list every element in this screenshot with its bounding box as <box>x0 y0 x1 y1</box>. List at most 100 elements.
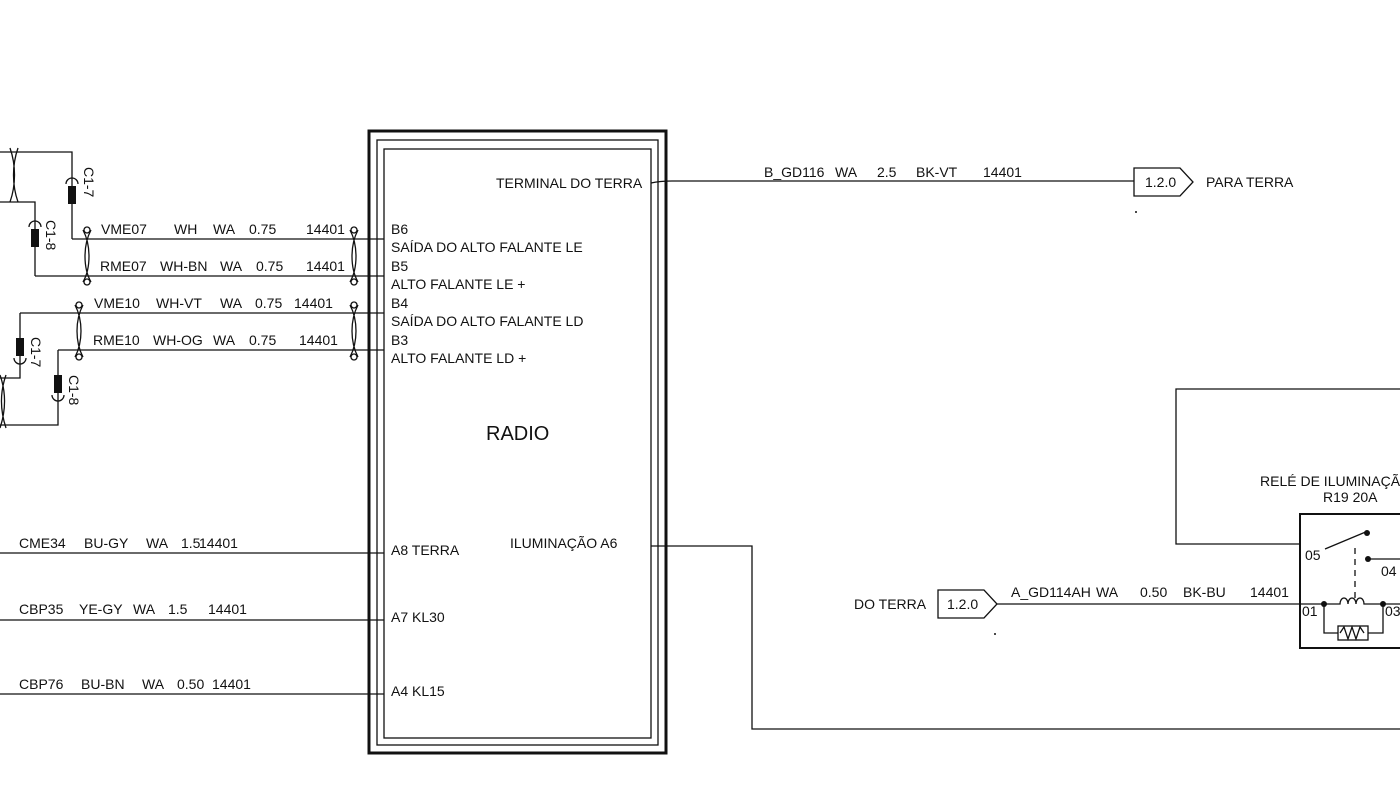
connector-c1-8-top-label: C1-8 <box>43 220 59 251</box>
wire-rme10-gauge: 0.75 <box>249 332 276 348</box>
twist-marker-upper-left <box>82 229 92 283</box>
pin-b5: B5 <box>391 258 408 274</box>
wire-cme34-code: 14401 <box>199 535 238 551</box>
relay-harness-outline <box>1175 388 1400 545</box>
twist-end <box>83 226 91 234</box>
twist-end <box>350 278 358 286</box>
twist-marker-left-bottom <box>0 374 7 429</box>
connector-c1-8-bottom[interactable] <box>51 375 65 402</box>
wire-rme07-code: 14401 <box>306 258 345 274</box>
para-terra-ref: 1.2.0 <box>1145 174 1176 190</box>
pin-a8: A8 TERRA <box>391 542 460 558</box>
wire-cbp76-code: 14401 <box>212 676 251 692</box>
wire-vme10-code: 14401 <box>294 295 333 311</box>
power-wires: CME34 BU-GY WA 1.5 14401 CBP35 YE-GY WA … <box>0 535 384 695</box>
wire-a-gd114ah-id: A_GD114AH <box>1011 584 1091 600</box>
pin-b6: B6 <box>391 221 408 237</box>
relay-pin-01: 01 <box>1302 603 1318 619</box>
wire-vme07-type: WA <box>213 221 236 237</box>
speaker-wires: C1-7 C1-8 C1-7 C1-8 VME07 WH WA 0.75 144… <box>0 147 384 429</box>
wire-vme10-id: VME10 <box>94 295 140 311</box>
wire-cme34-gauge: 1.5 <box>181 535 201 551</box>
pin-b4: B4 <box>391 295 408 311</box>
wire-b-gd116-color: BK-VT <box>916 164 958 180</box>
twist-end <box>350 301 358 309</box>
wire-rme07-color: WH-BN <box>160 258 207 274</box>
pin-a6: ILUMINAÇÃO A6 <box>510 535 618 551</box>
wire-cbp76-gauge: 0.50 <box>177 676 204 692</box>
wire-cbp35-code: 14401 <box>208 601 247 617</box>
pin-b6-desc: SAÍDA DO ALTO FALANTE LE <box>391 239 583 255</box>
connector-c1-8-top[interactable] <box>28 220 42 247</box>
ground-terminal-wire: B_GD116 WA 2.5 BK-VT 14401 1.2.0 PARA TE… <box>650 164 1294 213</box>
pin-b3: B3 <box>391 332 408 348</box>
pin-a7: A7 KL30 <box>391 609 445 625</box>
relay-spec: R19 20A <box>1323 489 1378 505</box>
pin-b3-desc: ALTO FALANTE LD + <box>391 350 526 366</box>
wire-b-gd116-id: B_GD116 <box>764 164 825 180</box>
pin-a4: A4 KL15 <box>391 683 445 699</box>
wire-cbp76-color: BU-BN <box>81 676 125 692</box>
wire-cbp35-color: YE-GY <box>79 601 123 617</box>
wire-a-gd114ah-gauge: 0.50 <box>1140 584 1167 600</box>
radio-module[interactable]: RADIO TERMINAL DO TERRA B6 SAÍDA DO ALTO… <box>367 129 668 755</box>
wire-a-gd114ah-type: WA <box>1096 584 1119 600</box>
pin-b5-desc: ALTO FALANTE LE + <box>391 276 525 292</box>
wire-rme10-id: RME10 <box>93 332 140 348</box>
wire-upper-loop-a <box>0 151 73 239</box>
twist-marker-lower-right <box>349 304 359 358</box>
wire-rme10-type: WA <box>213 332 236 348</box>
wire-cme34-id: CME34 <box>19 535 66 551</box>
do-terra-ref: 1.2.0 <box>947 596 978 612</box>
connector-c1-7-bottom[interactable] <box>13 338 27 365</box>
wire-rme10-code: 14401 <box>299 332 338 348</box>
wire-b-gd116[interactable] <box>650 180 1134 184</box>
wire-rme07-gauge: 0.75 <box>256 258 283 274</box>
radio-outer-frame <box>367 129 668 755</box>
twist-end <box>350 226 358 234</box>
wire-vme07-code: 14401 <box>306 221 345 237</box>
wire-cme34-color: BU-GY <box>84 535 129 551</box>
relay-pin-03: 03 <box>1385 603 1400 619</box>
wire-illumination[interactable] <box>651 545 1400 730</box>
wire-vme10-gauge: 0.75 <box>255 295 282 311</box>
relay-pin-04: 04 <box>1381 563 1397 579</box>
twist-end <box>83 278 91 286</box>
wire-upper-loop-b <box>0 201 36 276</box>
radio-ground-terminal-label: TERMINAL DO TERRA <box>496 175 643 191</box>
relay-coil <box>1324 597 1400 605</box>
relay-box <box>1299 513 1400 649</box>
relay-switch-arm <box>1324 530 1369 550</box>
wire-cbp76-id: CBP76 <box>19 676 64 692</box>
wire-rme10-color: WH-OG <box>153 332 203 348</box>
wire-cme34-type: WA <box>146 535 169 551</box>
relay-resistor-zigzag <box>1339 624 1365 642</box>
relay-pin-05: 05 <box>1305 547 1321 563</box>
ref-dot <box>994 633 996 635</box>
wire-cbp35-id: CBP35 <box>19 601 64 617</box>
connector-c1-7-top[interactable] <box>65 177 79 204</box>
illumination-relay[interactable]: RELÉ DE ILUMINAÇÃ R19 20A 05 04 01 03 <box>1175 388 1400 649</box>
para-terra-label: PARA TERRA <box>1206 174 1294 190</box>
relay-name: RELÉ DE ILUMINAÇÃ <box>1260 473 1400 489</box>
ref-dot <box>1135 211 1137 213</box>
wire-rme07-id: RME07 <box>100 258 147 274</box>
wire-vme07-gauge: 0.75 <box>249 221 276 237</box>
wire-a-gd114ah-code: 14401 <box>1250 584 1289 600</box>
wire-b-gd116-type: WA <box>835 164 858 180</box>
wire-vme10-type: WA <box>220 295 243 311</box>
twist-marker-lower-left <box>74 304 84 358</box>
twist-end <box>75 353 83 361</box>
wire-lower-loop-a <box>0 313 21 379</box>
para-terra-ref-flag[interactable]: 1.2.0 <box>1133 167 1194 197</box>
wire-b-gd116-gauge: 2.5 <box>877 164 897 180</box>
connector-c1-7-bottom-label: C1-7 <box>28 337 44 368</box>
wire-vme07-id: VME07 <box>101 221 147 237</box>
do-terra-ref-flag[interactable]: 1.2.0 <box>937 589 998 619</box>
radio-middle-frame <box>376 139 659 746</box>
wire-cbp35-gauge: 1.5 <box>168 601 188 617</box>
wire-vme07-color: WH <box>174 221 197 237</box>
wire-cbp35-type: WA <box>133 601 156 617</box>
radio-inner-frame <box>383 148 652 739</box>
